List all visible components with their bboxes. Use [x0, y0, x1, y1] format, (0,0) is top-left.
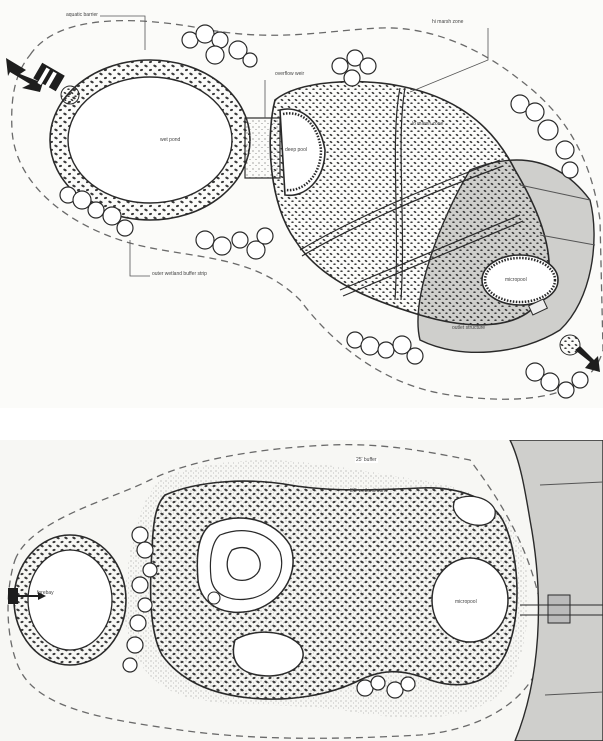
label-forebay: forebay — [37, 591, 54, 596]
panel-gap — [0, 408, 603, 440]
label-deep-pool: deep pool — [285, 148, 307, 153]
bottom-outlet-structure — [548, 595, 570, 623]
label-overflow-weir: overflow weir — [275, 72, 304, 77]
label-micropool-bottom: micropool — [455, 600, 477, 605]
bottom-forebay-water — [28, 550, 112, 650]
top-wetland-drawing — [0, 0, 603, 408]
label-wet-pond: wet pond — [160, 138, 180, 143]
label-edge-zone: ED wetland zone — [350, 489, 388, 494]
label-micropool: micropool — [505, 278, 527, 283]
label-buffer-strip: outer wetland buffer strip — [152, 272, 207, 277]
top-forebay-water — [68, 77, 232, 203]
bottom-wetland-diagram: forebay micropool 25' buffer ED wetland … — [0, 440, 603, 741]
label-outlet: outlet structure — [452, 326, 485, 331]
bottom-island — [227, 548, 260, 581]
top-wetland-diagram: aquatic barrier wet pond overflow weir d… — [0, 0, 603, 408]
top-outlet-arrow-icon — [560, 335, 600, 372]
label-aquatic-barrier: aquatic barrier — [66, 13, 98, 18]
top-inlet-arrow-icon — [6, 58, 79, 104]
label-lo-marsh: lo marsh zone — [412, 122, 443, 127]
bottom-wetland-drawing — [0, 440, 603, 741]
label-hi-marsh: hi marsh zone — [432, 20, 463, 25]
bottom-lower-pool — [233, 632, 303, 676]
label-buffer: 25' buffer — [355, 458, 378, 463]
